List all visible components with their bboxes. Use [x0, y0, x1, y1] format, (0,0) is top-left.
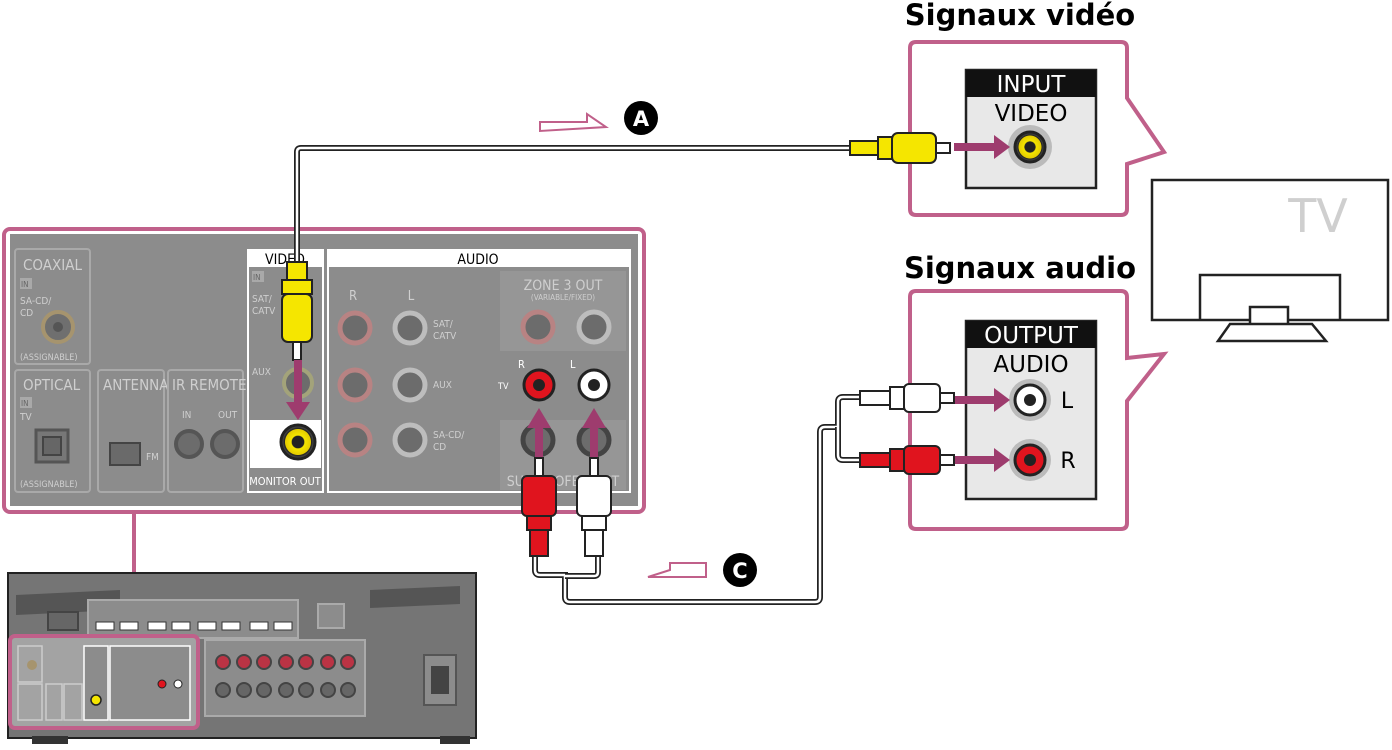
video-signals-heading: Signaux vidéo	[905, 0, 1135, 32]
audio-r-column-label: R	[349, 289, 357, 304]
ir-remote-in-jack	[174, 429, 204, 459]
marker-a: A	[624, 101, 658, 135]
receiver-rear-panel-zoom: COAXIAL IN SA-CD/CD (ASSIGNABLE) OPTICAL…	[2, 227, 646, 514]
zone3-title: ZONE 3 OUT	[524, 278, 603, 294]
signal-direction-arrow-a	[539, 112, 609, 133]
coaxial-in-tag: IN	[21, 280, 29, 289]
zone3-r-jack	[520, 309, 556, 345]
cable-a-video	[281, 132, 951, 361]
tv-audio-right-label: R	[1060, 449, 1075, 474]
audio-section-title: AUDIO	[457, 252, 498, 268]
tv-audio-left-label: L	[1061, 389, 1074, 414]
zone3-subtitle: (VARIABLE/FIXED)	[531, 293, 595, 302]
optical-tv-label: TV	[19, 412, 32, 423]
video-aux-label: AUX	[252, 367, 271, 378]
cable-c-audio	[521, 383, 955, 605]
audio-l-column-label: L	[408, 289, 415, 304]
tv-output-audio-label: AUDIO	[993, 352, 1068, 378]
tv-illustration: TV	[1150, 178, 1390, 343]
tv-input-title: INPUT	[997, 72, 1067, 98]
marker-a-label: A	[633, 107, 650, 131]
tv-input-video-label: VIDEO	[995, 101, 1068, 127]
optical-assignable: (ASSIGNABLE)	[20, 480, 78, 490]
receiver-overview	[7, 572, 477, 744]
ir-remote-out-jack	[210, 429, 240, 459]
tv-row-label: TV	[497, 382, 509, 392]
tv-input-callout: INPUT VIDEO	[908, 40, 1168, 217]
audio-input-jacks	[337, 310, 428, 458]
audio-row-sat-catv: SAT/CATV	[433, 319, 457, 342]
optical-title: OPTICAL	[23, 376, 81, 394]
coaxial-section	[14, 248, 91, 365]
ir-remote-in-label: IN	[182, 410, 191, 421]
antenna-fm-label: FM	[146, 452, 159, 463]
video-in-tag: IN	[253, 273, 261, 282]
zone3-l-jack	[576, 309, 612, 345]
fm-antenna-jack	[109, 442, 141, 466]
tv-label: TV	[1287, 189, 1348, 243]
tv-row-l-label: L	[570, 358, 576, 371]
coaxial-assignable: (ASSIGNABLE)	[20, 353, 78, 363]
audio-row-aux: AUX	[433, 380, 452, 391]
coaxial-jack-label: SA-CD/CD	[20, 296, 52, 319]
ir-remote-out-label: OUT	[218, 410, 238, 421]
marker-c-label: C	[732, 559, 747, 583]
tv-output-callout: OUTPUT AUDIO L R	[908, 289, 1169, 531]
optical-in-tag: IN	[21, 399, 29, 408]
ir-remote-title: IR REMOTE	[172, 376, 247, 394]
tv-row-r-label: R	[518, 358, 525, 371]
marker-c: C	[723, 553, 757, 587]
audio-row-sacd: SA-CD/CD	[433, 430, 465, 453]
signal-direction-arrow-c	[647, 562, 707, 578]
insertion-arrows	[286, 135, 1010, 472]
video-sat-catv-label: SAT/CATV	[252, 294, 276, 317]
coaxial-title: COAXIAL	[23, 256, 82, 274]
audio-signals-heading: Signaux audio	[904, 251, 1136, 285]
video-monitor-out-label: MONITOR OUT	[249, 475, 322, 488]
tv-output-title: OUTPUT	[984, 323, 1079, 349]
antenna-title: ANTENNA	[103, 376, 169, 394]
